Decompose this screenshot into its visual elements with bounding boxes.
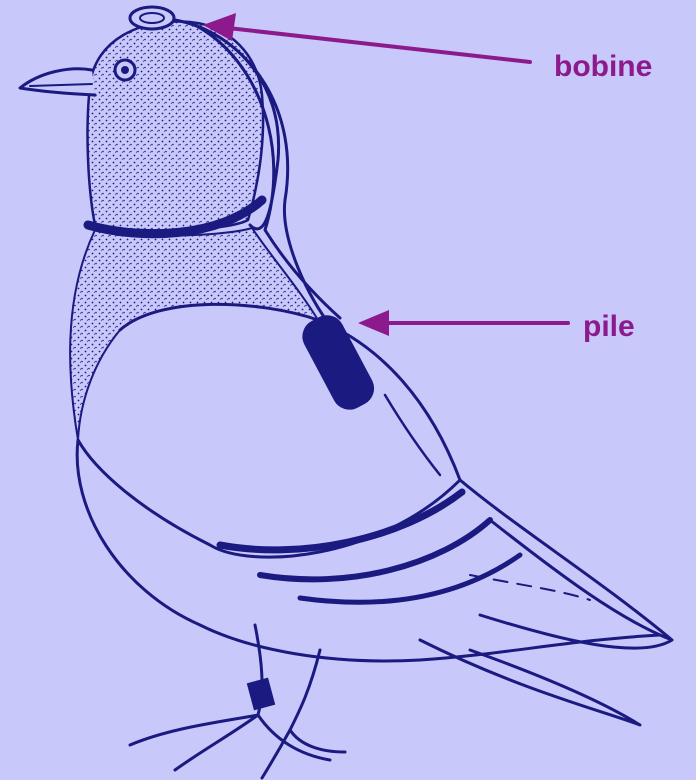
beak [20,69,95,95]
body-outline [77,304,660,661]
battery-icon [298,311,378,414]
label-pile: pile [583,312,635,342]
coil-icon [130,7,174,29]
arrow-bobine [228,28,530,62]
wing-bar [220,492,462,550]
leg [255,625,320,730]
tail [420,480,672,725]
head-shading [88,22,264,231]
label-bobine: bobine [554,52,652,82]
breast-shading [70,228,318,440]
foot [130,715,345,778]
